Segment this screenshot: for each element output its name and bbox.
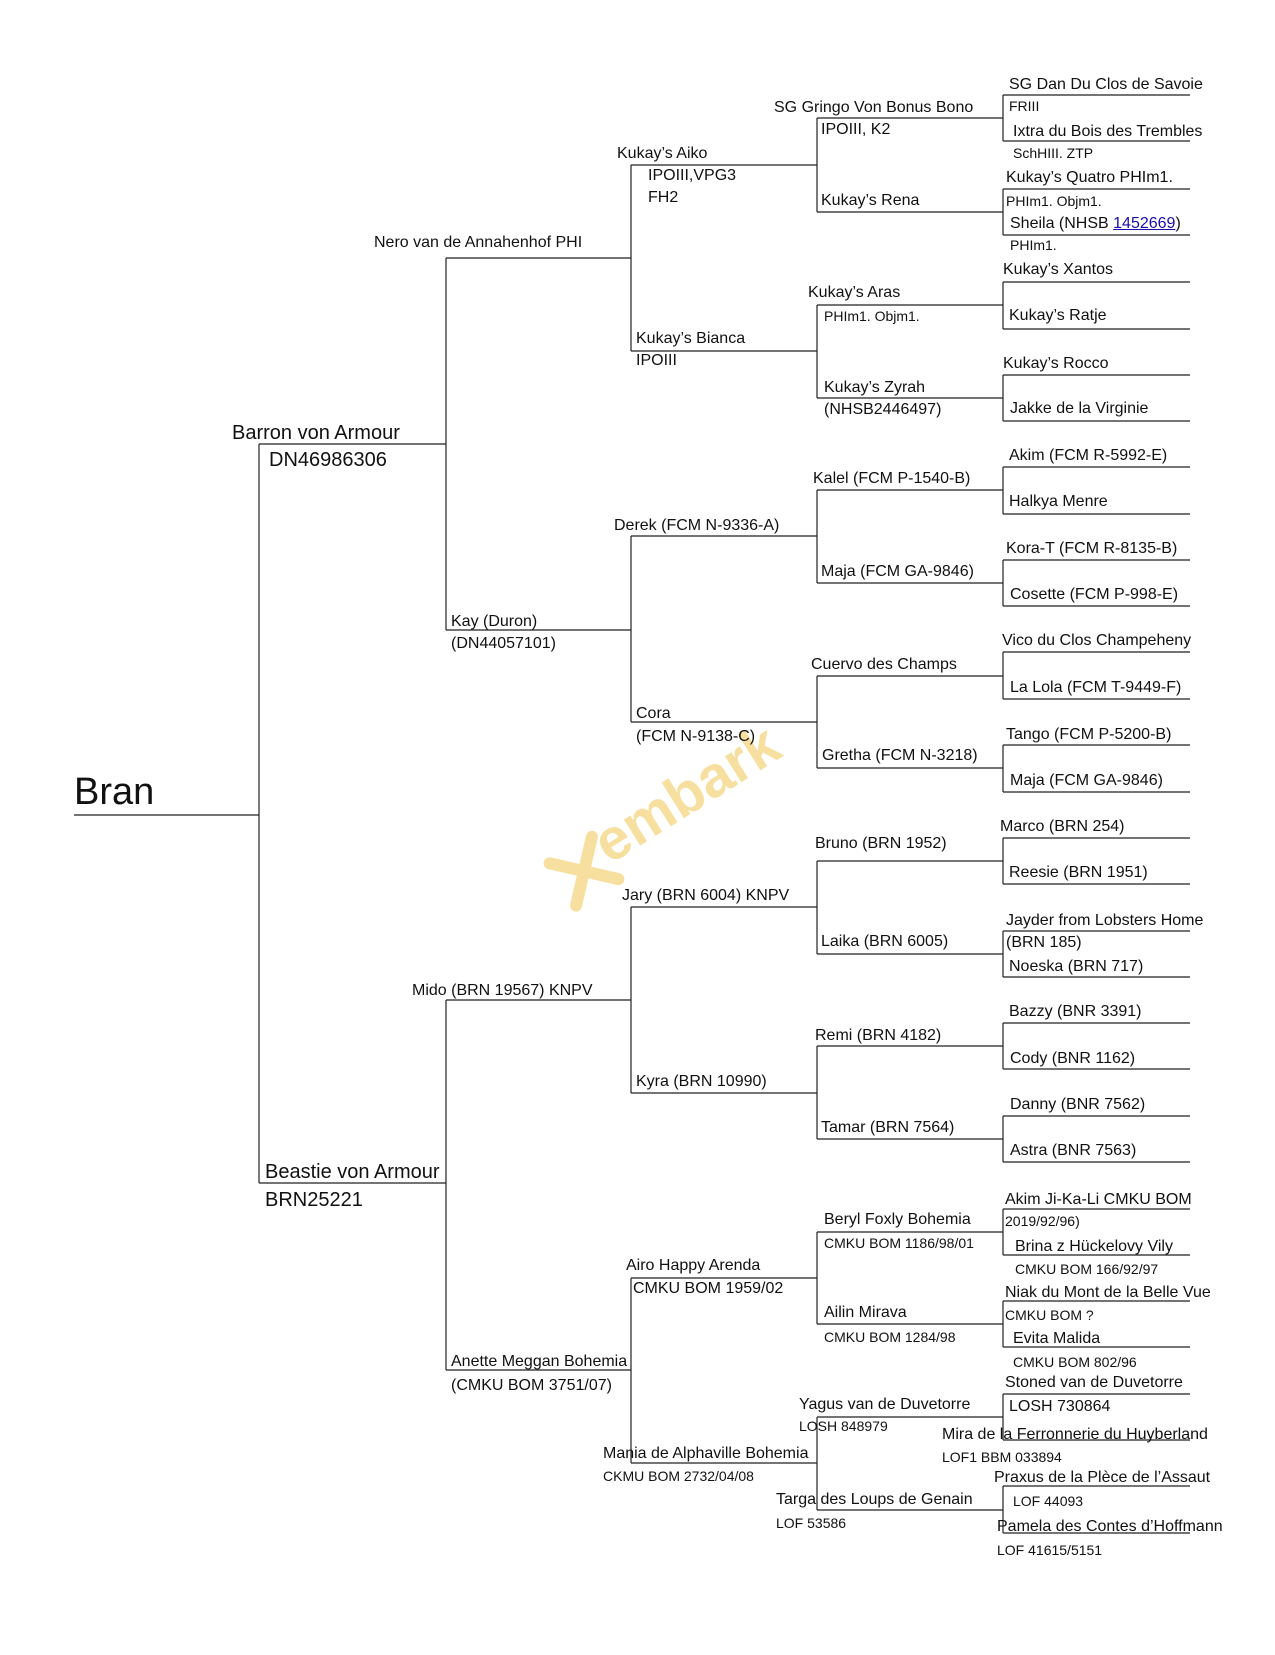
gen5-ancestor-name: Cosette (FCM P-998-E) [1010, 586, 1179, 603]
gen3-ancestor-detail: IPOIII [636, 352, 677, 369]
gen2-ancestor-detail: (DN44057101) [451, 635, 556, 652]
gen5-ancestor-detail: PHIm1. Objm1. [1006, 193, 1102, 209]
gen5-ancestor-name: Jayder from Lobsters Home [1006, 912, 1204, 929]
gen5-ancestor-detail: CMKU BOM ? [1005, 1307, 1094, 1323]
gen4-ancestor-name: Kukay’s Zyrah [824, 379, 926, 396]
gen4-ancestor-name: Tamar (BRN 7564) [821, 1119, 955, 1136]
gen4-ancestor-detail: IPOIII, K2 [821, 121, 891, 138]
gen2-ancestor-name: Nero van de Annahenhof PHI [374, 234, 583, 251]
gen3-ancestor-detail: CMKU BOM 1959/02 [633, 1280, 784, 1297]
gen4-ancestor-name: Yagus van de Duvetorre [799, 1396, 971, 1413]
gen5-ancestor-name: Vico du Clos Champeheny [1002, 632, 1192, 649]
gen5-ancestor-name: Reesie (BRN 1951) [1009, 864, 1148, 881]
gen3-ancestor-name: Derek (FCM N-9336-A) [614, 517, 780, 534]
gen2-ancestor-detail: (CMKU BOM 3751/07) [451, 1377, 612, 1394]
gen5-ancestor-name: Danny (BNR 7562) [1010, 1096, 1146, 1113]
gen5-ancestor-name: Astra (BNR 7563) [1010, 1142, 1137, 1159]
gen5-ancestor-name: Ixtra du Bois des Trembles [1013, 123, 1203, 140]
gen5-ancestor-detail: CMKU BOM 166/92/97 [1015, 1261, 1159, 1277]
gen5-name-close: ) [1175, 215, 1181, 232]
gen4-ancestor-name: Bruno (BRN 1952) [815, 835, 947, 852]
gen3-ancestor-name: Kukay’s Aiko [617, 145, 708, 162]
gen5-ancestor-name: Brina z Hückelovy Vily [1015, 1238, 1173, 1255]
gen4-ancestor-name: Gretha (FCM N-3218) [822, 747, 978, 764]
gen5-ancestor-name: Bazzy (BNR 3391) [1009, 1003, 1142, 1020]
subject-dog-name: Bran [74, 771, 155, 813]
gen5-ancestor-detail: CMKU BOM 802/96 [1013, 1354, 1137, 1370]
gen5-ancestor-name: Kukay’s Xantos [1003, 261, 1113, 278]
gen5-ancestor-name: Akim (FCM R-5992-E) [1009, 447, 1168, 464]
gen4-ancestor-name: Cuervo des Champs [811, 656, 957, 673]
gen5-ancestor-detail: 2019/92/96) [1005, 1213, 1080, 1229]
gen4-ancestor-name: SG Gringo Von Bonus Bono [774, 99, 974, 116]
gen5-ancestor-name: Niak du Mont de la Belle Vue [1005, 1284, 1211, 1301]
gen5-ancestor-name: Evita Malida [1013, 1330, 1101, 1347]
gen3-ancestor-detail: IPOIII,VPG3 [648, 167, 737, 184]
sire-name: Barron von Armour [232, 422, 400, 444]
gen5-ancestor-detail: LOSH 730864 [1009, 1398, 1111, 1415]
gen4-ancestor-name: Ailin Mirava [824, 1304, 907, 1321]
gen4-ancestor-name: Kukay’s Aras [808, 284, 901, 301]
gen5-ancestor-detail: LOF 44093 [1013, 1493, 1084, 1509]
gen3-ancestor-name: Kyra (BRN 10990) [636, 1073, 767, 1090]
gen3-ancestor-detail: CKMU BOM 2732/04/08 [603, 1468, 754, 1484]
gen4-ancestor-name: Beryl Foxly Bohemia [824, 1211, 971, 1228]
gen5-ancestor-name: Jakke de la Virginie [1010, 400, 1149, 417]
gen5-ancestor-name: Halkya Menre [1009, 493, 1108, 510]
gen4-ancestor-name: Remi (BRN 4182) [815, 1027, 942, 1044]
gen5-ancestor-name: Cody (BNR 1162) [1010, 1050, 1136, 1067]
gen4-ancestor-name: Kalel (FCM P-1540-B) [813, 470, 971, 487]
gen5-ancestor-name: Tango (FCM P-5200-B) [1006, 726, 1172, 743]
gen5-ancestor-name: Sheila (NHSB 1452669) [1010, 216, 1181, 232]
gen5-ancestor-detail: LOF1 BBM 033894 [942, 1449, 1062, 1465]
gen5-ancestor-name: Marco (BRN 254) [1000, 818, 1125, 835]
gen5-ancestor-detail: SchHIII. ZTP [1013, 145, 1094, 161]
gen4-ancestor-name: Kukay’s Rena [821, 192, 920, 209]
gen3-ancestor-name: Airo Happy Arenda [626, 1257, 761, 1274]
gen5-ancestor-name: Praxus de la Plèce de l’Assaut [994, 1469, 1211, 1486]
gen4-ancestor-detail: LOSH 848979 [799, 1418, 888, 1434]
gen4-ancestor-name: Laika (BRN 6005) [821, 933, 949, 950]
dam-registration: BRN25221 [265, 1189, 363, 1211]
gen3-ancestor-detail: FH2 [648, 189, 679, 206]
gen5-name-text: Sheila (NHSB [1010, 215, 1114, 232]
gen4-ancestor-detail: LOF 53586 [776, 1515, 847, 1531]
gen5-ancestor-name: SG Dan Du Clos de Savoie [1009, 76, 1203, 93]
gen5-ancestor-name: Kukay’s Ratje [1009, 307, 1107, 324]
gen4-ancestor-detail: PHIm1. Objm1. [824, 308, 920, 324]
gen2-ancestor-name: Anette Meggan Bohemia [451, 1353, 628, 1370]
gen4-ancestor-name: Targa des Loups de Genain [776, 1491, 973, 1508]
gen5-ancestor-detail: LOF 41615/5151 [997, 1542, 1103, 1558]
gen5-ancestor-name: Kukay’s Rocco [1003, 355, 1109, 372]
gen5-ancestor-name: Pamela des Contes d’Hoffmann [997, 1518, 1223, 1535]
gen5-ancestor-detail: PHIm1. [1010, 237, 1057, 253]
gen4-ancestor-detail: (NHSB2446497) [824, 401, 942, 418]
gen3-ancestor-name: Cora [636, 705, 671, 722]
gen5-ancestor-name: Maja (FCM GA-9846) [1010, 772, 1163, 789]
gen5-ancestor-name: Kora-T (FCM R-8135-B) [1006, 540, 1178, 557]
gen2-ancestor-name: Kay (Duron) [451, 613, 538, 630]
registry-link[interactable]: 1452669 [1113, 215, 1176, 232]
gen5-ancestor-detail: (BRN 185) [1006, 934, 1082, 951]
gen5-ancestor-name: Kukay’s Quatro PHIm1. [1006, 169, 1173, 186]
gen5-ancestor-detail: FRIII [1009, 98, 1040, 114]
gen5-ancestor-name: Mira de la Ferronnerie du Huyberland [942, 1426, 1208, 1443]
gen5-ancestor-name: Noeska (BRN 717) [1009, 958, 1144, 975]
gen4-ancestor-detail: CMKU BOM 1284/98 [824, 1329, 956, 1345]
gen5-ancestor-name: Stoned van de Duvetorre [1005, 1374, 1183, 1391]
dam-name: Beastie von Armour [265, 1161, 440, 1183]
gen2-ancestor-name: Mido (BRN 19567) KNPV [412, 982, 593, 999]
gen3-ancestor-name: Kukay’s Bianca [636, 330, 746, 347]
gen3-ancestor-detail: (FCM N-9138-C) [636, 728, 756, 745]
gen3-ancestor-name: Jary (BRN 6004) KNPV [622, 887, 790, 904]
sire-registration: DN46986306 [269, 449, 387, 471]
gen5-ancestor-name: Akim Ji-Ka-Li CMKU BOM [1005, 1191, 1192, 1208]
gen5-ancestor-name: La Lola (FCM T-9449-F) [1010, 679, 1182, 696]
gen4-ancestor-name: Maja (FCM GA-9846) [821, 563, 974, 580]
gen4-ancestor-detail: CMKU BOM 1186/98/01 [824, 1235, 974, 1251]
gen3-ancestor-name: Mania de Alphaville Bohemia [603, 1445, 809, 1462]
